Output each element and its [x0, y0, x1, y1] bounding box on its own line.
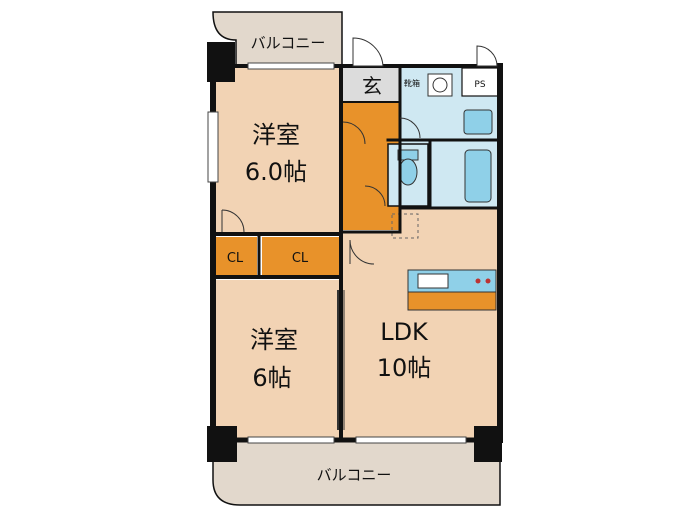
- room-western-1: [213, 68, 339, 232]
- balcony-bottom-label: バルコニー: [317, 466, 392, 484]
- closet2-label: CL: [292, 251, 309, 266]
- room-western-2: [213, 280, 339, 438]
- balcony-bottom-area: [212, 439, 501, 506]
- pipe-space-label: PS: [474, 80, 485, 90]
- pipe-space: [461, 67, 499, 97]
- column-top-left: [207, 42, 235, 82]
- balcony-top-label: バルコニー: [251, 34, 326, 52]
- refrigerator-space: [391, 213, 419, 239]
- closet-1: [213, 237, 257, 275]
- closet1-label: CL: [227, 251, 244, 266]
- ldk-name: LDK: [380, 318, 429, 346]
- room2-name: 洋室: [250, 326, 298, 354]
- ldk-size: 10帖: [377, 354, 432, 382]
- stove-burner-1: [475, 278, 481, 284]
- entrance-label: 玄: [362, 74, 382, 98]
- room1-name: 洋室: [252, 121, 300, 149]
- entrance-area: [343, 68, 400, 102]
- room1-size: 6.0帖: [245, 158, 307, 186]
- washing-machine: [427, 73, 453, 97]
- kitchen-counter: [407, 291, 497, 311]
- closet-2: [262, 237, 339, 275]
- room-ldk: [343, 208, 498, 438]
- room2-size: 6帖: [252, 364, 291, 392]
- bathtub: [464, 149, 492, 203]
- shoe-box-label: 靴箱: [404, 78, 420, 88]
- kitchen-sink: [417, 273, 449, 289]
- stove-burner-2: [485, 278, 491, 284]
- washing-machine-drum: [432, 77, 448, 93]
- column-bottom-right: [474, 426, 502, 462]
- windows: [207, 62, 467, 444]
- doors: [221, 37, 498, 430]
- washbasin: [463, 109, 493, 135]
- column-bottom-left: [207, 426, 237, 462]
- toilet-bowl: [398, 158, 418, 186]
